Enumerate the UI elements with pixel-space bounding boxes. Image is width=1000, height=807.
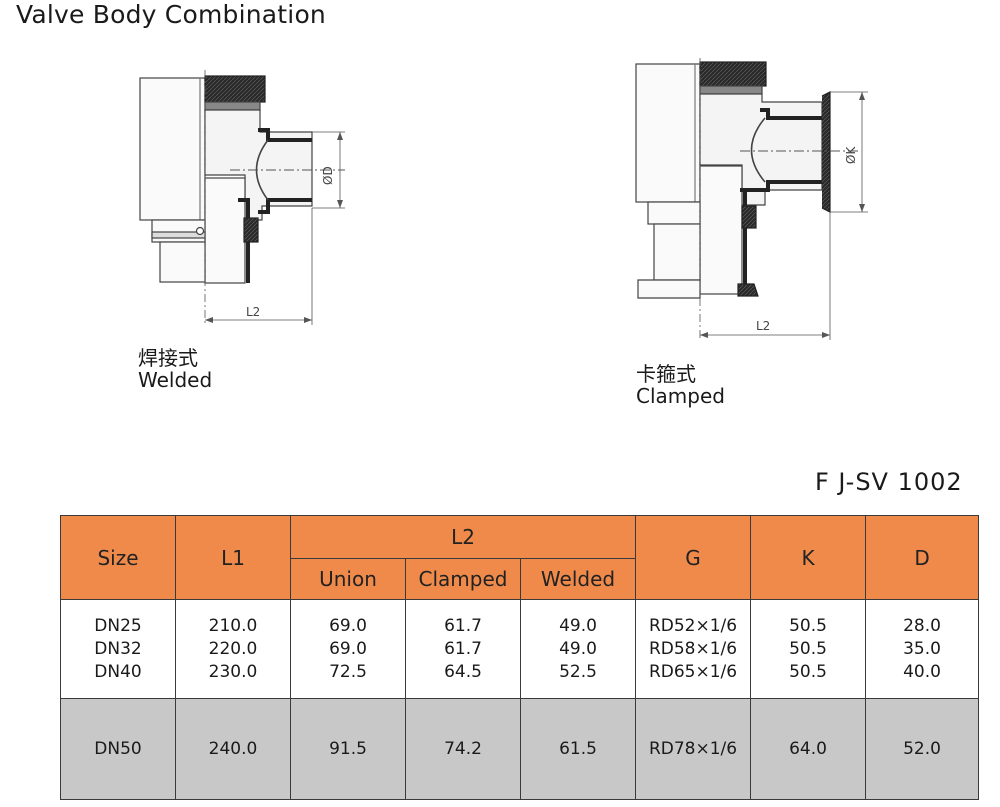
spec-table: Size L1 L2 G K D Union Clamped Welded DN… (60, 515, 980, 800)
clamped-valve-drawing (635, 58, 868, 340)
cell-g: RD78×1/6 (635, 698, 752, 800)
welded-l2-label: L2 (246, 305, 260, 319)
col-header-l2: L2 (289, 515, 637, 559)
col-header-l1: L1 (175, 515, 291, 600)
welded-od-label: ØD (321, 166, 335, 185)
cell-welded: 61.5 (519, 698, 637, 800)
col-header-k: K (750, 515, 867, 600)
table-subheader-row: Union Clamped Welded (61, 558, 979, 600)
welded-caption-cn: 焊接式 (138, 346, 198, 370)
clamped-caption-cn: 卡箍式 (636, 362, 696, 386)
welded-caption-en: Welded (138, 368, 213, 392)
col-header-welded: Welded (519, 558, 637, 600)
clamped-ok-label: ØK (844, 146, 858, 164)
col-header-g: G (635, 515, 752, 600)
table-header-row: Size L1 L2 G K D (60, 515, 980, 600)
col-header-union: Union (290, 558, 406, 600)
cell-d: 52.0 (865, 698, 980, 800)
welded-valve-drawing (139, 70, 345, 325)
col-header-d: D (865, 515, 980, 600)
page-title: Valve Body Combination (16, 0, 326, 29)
col-header-size: Size (60, 515, 176, 600)
model-code: F J-SV 1002 (815, 468, 963, 496)
valve-drawings: L2 ØD (139, 58, 868, 340)
cell-k: 64.0 (750, 698, 867, 800)
clamped-caption-en: Clamped (636, 384, 725, 408)
cell-l1: 240.0 (175, 698, 291, 800)
table-row: DN50 240.0 91.5 74.2 61.5 RD78×1/6 64.0 … (60, 698, 980, 800)
cell-clamped: 74.2 (405, 698, 521, 800)
col-header-clamped: Clamped (405, 558, 521, 600)
clamped-l2-label: L2 (756, 319, 770, 333)
cell-union: 91.5 (290, 698, 406, 800)
cell-size: DN50 (60, 698, 176, 800)
